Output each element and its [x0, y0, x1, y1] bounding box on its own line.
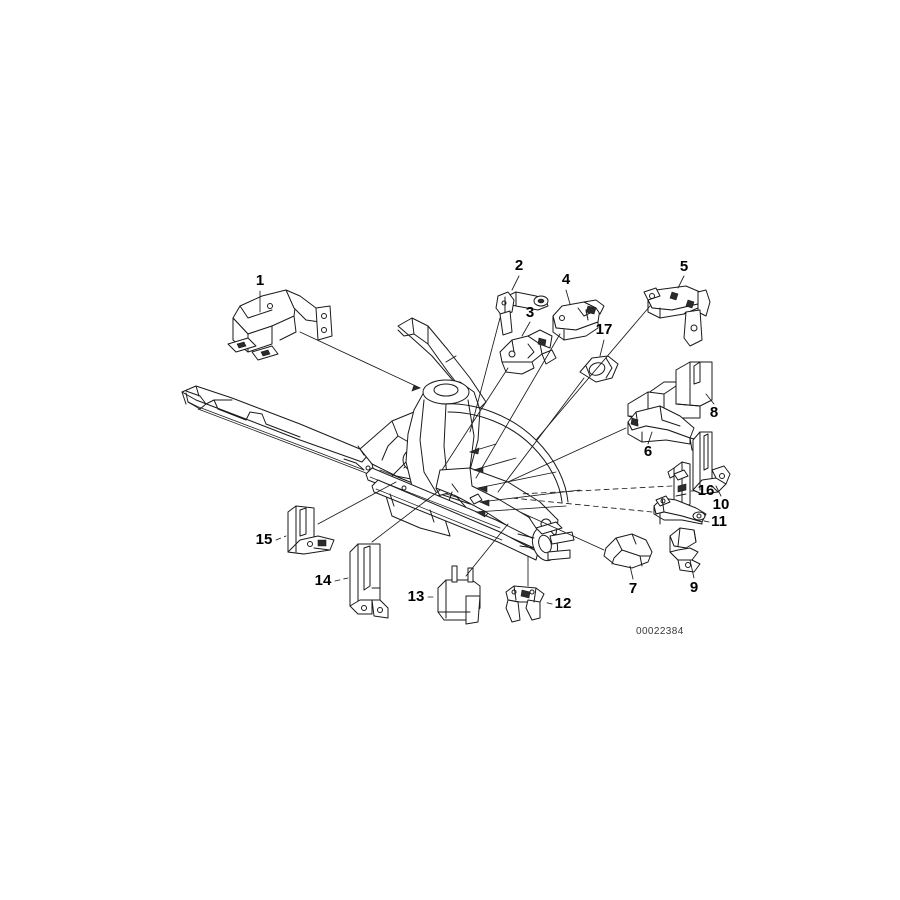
- callout-label-6: 6: [644, 443, 652, 460]
- part-17-clip-nut-cage: [579, 355, 619, 383]
- part-11-bracket-flat-arm: [653, 495, 707, 525]
- leader-lines: [259, 275, 722, 605]
- leader-arrowheads: [411, 384, 490, 518]
- callout-label-14: 14: [315, 572, 332, 589]
- left-longitudinal-rail: [181, 385, 371, 474]
- callout-labels: 1 2 3 4 5 6 7 8 9 10 11 12 13 14 15 16 1…: [256, 257, 730, 612]
- callout-label-3: 3: [526, 304, 534, 321]
- front-end-body-assembly: [181, 317, 575, 562]
- part-9-bracket-step-small: [669, 527, 701, 573]
- drawing-number: 00022384: [636, 626, 684, 637]
- part-12-bracket-forked: [505, 585, 545, 623]
- part-7-reinforcement-curved: [603, 533, 653, 569]
- rail-detail-hardware: [365, 465, 483, 505]
- callout-label-15: 15: [256, 531, 273, 548]
- callout-label-12: 12: [555, 595, 572, 612]
- part-3-bracket-angled-twin: [499, 329, 557, 375]
- callout-label-10: 10: [713, 496, 730, 513]
- callout-label-2: 2: [515, 257, 523, 274]
- lower-tie-bar: [365, 467, 539, 561]
- callout-label-4: 4: [562, 271, 571, 288]
- part-2-lever-arm-pivot: [495, 291, 549, 336]
- callout-label-5: 5: [680, 258, 688, 275]
- callout-label-11: 11: [711, 513, 727, 530]
- callout-label-17: 17: [596, 321, 613, 338]
- callout-label-8: 8: [710, 404, 718, 421]
- callout-label-1: 1: [256, 272, 264, 289]
- callout-label-7: 7: [629, 580, 637, 597]
- part-14-bracket-channel-tall: [349, 543, 389, 619]
- callout-label-9: 9: [690, 579, 698, 596]
- shock-mount-end-fitting: [517, 515, 575, 562]
- part-10-bracket-upright-tall: [692, 431, 731, 495]
- part-13-plate-with-studs: [437, 565, 481, 625]
- part-4-bracket-box-clip: [552, 299, 605, 341]
- part-15-bracket-channel-short: [287, 505, 335, 555]
- callout-label-13: 13: [408, 588, 425, 605]
- part-5-bracket-tall-offset: [643, 285, 711, 347]
- callout-label-16: 16: [698, 482, 715, 499]
- part-1-bracket-large-stamped: [227, 289, 333, 361]
